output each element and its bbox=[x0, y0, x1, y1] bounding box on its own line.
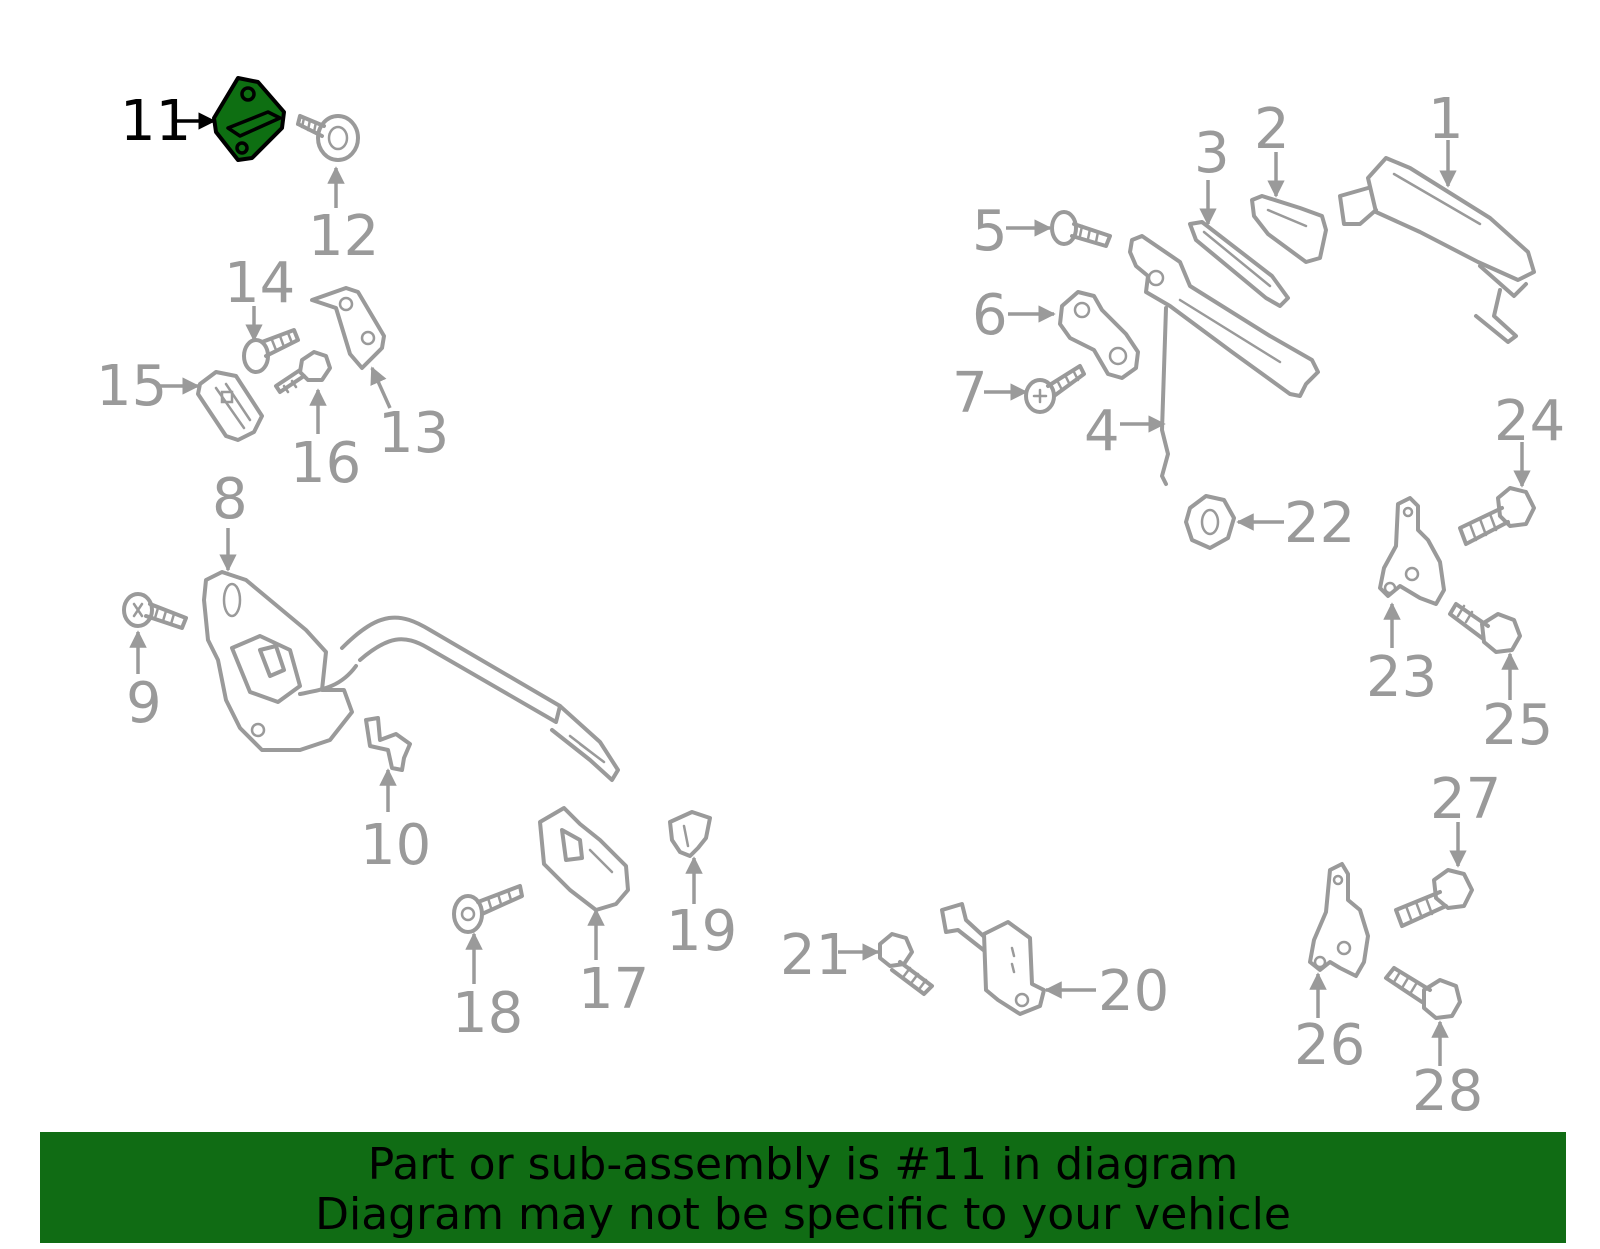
part-26-hinge[interactable] bbox=[1308, 862, 1370, 978]
part-24-bolt[interactable] bbox=[1458, 486, 1536, 546]
callout-17[interactable]: 17 bbox=[578, 957, 649, 1022]
callout-2[interactable]: 2 bbox=[1254, 97, 1290, 162]
part-22-nut[interactable] bbox=[1184, 494, 1236, 550]
callout-25[interactable]: 25 bbox=[1482, 693, 1553, 758]
part-28-bolt[interactable] bbox=[1384, 966, 1462, 1020]
callout-4[interactable]: 4 bbox=[1084, 399, 1120, 464]
callout-19[interactable]: 19 bbox=[666, 899, 737, 964]
part-6-lever[interactable] bbox=[1058, 290, 1140, 380]
part-16-bolt[interactable] bbox=[274, 350, 332, 394]
callout-24[interactable]: 24 bbox=[1494, 389, 1565, 454]
callout-23[interactable]: 23 bbox=[1366, 645, 1437, 710]
notice-banner: Part or sub-assembly is #11 in diagram D… bbox=[40, 1132, 1566, 1243]
part-12-screw[interactable] bbox=[296, 114, 360, 162]
callout-27[interactable]: 27 bbox=[1430, 767, 1501, 832]
callout-5[interactable]: 5 bbox=[972, 199, 1008, 264]
part-23-hinge[interactable] bbox=[1378, 496, 1446, 606]
part-13-bracket[interactable] bbox=[310, 286, 386, 370]
callout-18[interactable]: 18 bbox=[452, 981, 523, 1046]
part-4-handle-frame[interactable] bbox=[1128, 234, 1320, 486]
part-20-check-link[interactable] bbox=[940, 902, 1046, 1016]
part-9-screw[interactable] bbox=[122, 592, 188, 630]
part-17-cover[interactable] bbox=[538, 806, 630, 912]
leader-13 bbox=[370, 366, 392, 409]
callout-9[interactable]: 9 bbox=[126, 671, 162, 736]
part-1-outer-handle[interactable] bbox=[1338, 156, 1536, 344]
callout-15[interactable]: 15 bbox=[96, 354, 167, 419]
callout-7[interactable]: 7 bbox=[952, 361, 988, 426]
part-3-gasket[interactable] bbox=[1188, 220, 1290, 308]
callout-21[interactable]: 21 bbox=[780, 923, 851, 988]
part-5-screw[interactable] bbox=[1050, 210, 1112, 248]
callout-10[interactable]: 10 bbox=[360, 813, 431, 878]
banner-line-2: Diagram may not be specific to your vehi… bbox=[315, 1189, 1291, 1240]
part-21-bolt[interactable] bbox=[878, 932, 934, 996]
part-8-latch[interactable] bbox=[202, 570, 620, 782]
callout-14[interactable]: 14 bbox=[224, 251, 295, 316]
callout-8[interactable]: 8 bbox=[212, 467, 248, 532]
banner-line-1: Part or sub-assembly is #11 in diagram bbox=[367, 1139, 1239, 1190]
callout-20[interactable]: 20 bbox=[1098, 959, 1169, 1024]
callout-28[interactable]: 28 bbox=[1412, 1059, 1483, 1124]
part-2-cap[interactable] bbox=[1250, 194, 1328, 264]
part-15-clip[interactable] bbox=[196, 370, 264, 442]
callout-26[interactable]: 26 bbox=[1294, 1013, 1365, 1078]
callout-16[interactable]: 16 bbox=[290, 431, 361, 496]
part-7-screw[interactable] bbox=[1024, 364, 1086, 414]
callout-12[interactable]: 12 bbox=[308, 204, 379, 269]
part-19-clip[interactable] bbox=[668, 810, 712, 858]
part-18-screw[interactable] bbox=[452, 884, 524, 934]
callout-11[interactable]: 11 bbox=[120, 89, 191, 154]
callout-22[interactable]: 22 bbox=[1284, 491, 1355, 556]
part-11-striker[interactable] bbox=[212, 76, 286, 162]
part-25-bolt[interactable] bbox=[1448, 602, 1522, 654]
part-27-bolt[interactable] bbox=[1394, 868, 1474, 928]
callout-1[interactable]: 1 bbox=[1428, 87, 1464, 152]
part-14-screw[interactable] bbox=[242, 328, 300, 374]
callout-6[interactable]: 6 bbox=[972, 283, 1008, 348]
callout-13[interactable]: 13 bbox=[378, 401, 449, 466]
callout-3[interactable]: 3 bbox=[1194, 121, 1230, 186]
part-10-clip[interactable] bbox=[364, 716, 412, 772]
